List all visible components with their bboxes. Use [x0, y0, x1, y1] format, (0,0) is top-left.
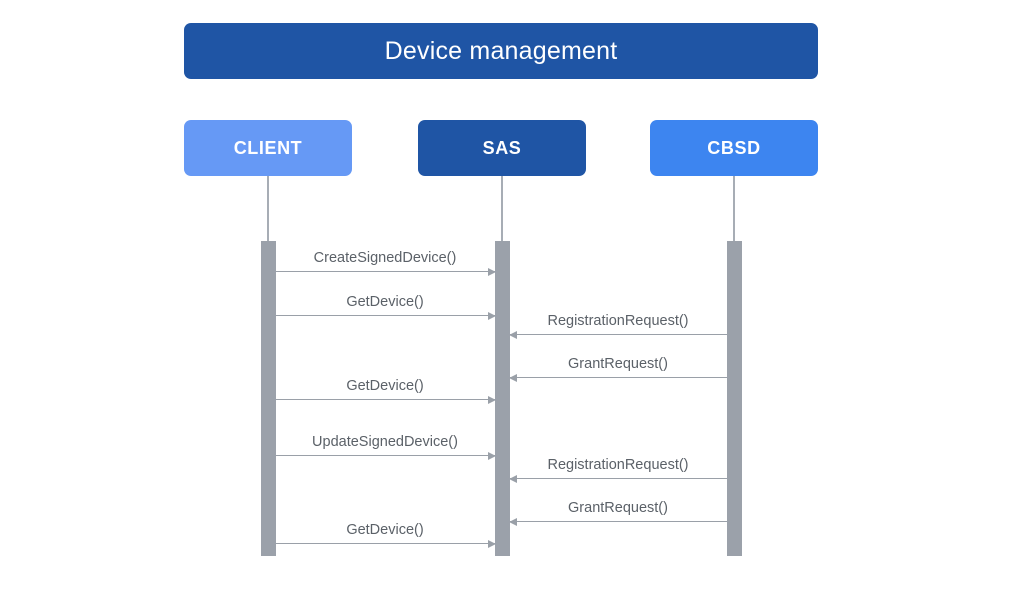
message-label: RegistrationRequest() — [547, 456, 689, 473]
actor-label-client: CLIENT — [233, 138, 303, 158]
arrowhead-right-icon — [487, 451, 496, 460]
actor-box-sas[interactable]: SAS — [418, 120, 586, 176]
message-label: GrantRequest() — [568, 355, 668, 372]
message-label: CreateSignedDevice() — [313, 249, 457, 266]
message-label: GetDevice() — [346, 521, 424, 538]
arrowhead-left-icon — [508, 373, 517, 382]
message-line — [509, 377, 727, 378]
actor-box-client[interactable]: CLIENT — [184, 120, 352, 176]
arrowhead-right-icon — [487, 311, 496, 320]
diagram-title-banner: Device management — [184, 23, 818, 79]
page-title: Device management — [384, 36, 618, 65]
message-label: GetDevice() — [346, 377, 424, 394]
actor-label-cbsd: CBSD — [707, 138, 761, 158]
arrowhead-right-icon — [487, 539, 496, 548]
message-label: GetDevice() — [346, 293, 424, 310]
activation-bar-sas — [494, 241, 510, 556]
message-label: UpdateSignedDevice() — [312, 433, 458, 450]
arrowhead-right-icon — [487, 267, 496, 276]
message-label: GrantRequest() — [568, 499, 668, 516]
message-line — [509, 478, 727, 479]
lifeline-client — [267, 176, 269, 241]
arrowhead-left-icon — [508, 474, 517, 483]
activation-bar-cbsd — [726, 241, 742, 556]
message-line — [275, 455, 495, 456]
lifeline-sas — [501, 176, 503, 241]
message-line — [275, 543, 495, 544]
activation-bar-client — [260, 241, 276, 556]
message-line — [275, 315, 495, 316]
arrowhead-left-icon — [508, 517, 517, 526]
message-line — [275, 399, 495, 400]
arrowhead-right-icon — [487, 395, 496, 404]
message-line — [275, 271, 495, 272]
message-line — [509, 521, 727, 522]
lifeline-cbsd — [733, 176, 735, 241]
message-line — [509, 334, 727, 335]
arrowhead-left-icon — [508, 330, 517, 339]
actor-label-sas: SAS — [482, 138, 522, 158]
actor-box-cbsd[interactable]: CBSD — [650, 120, 818, 176]
message-label: RegistrationRequest() — [547, 312, 689, 329]
